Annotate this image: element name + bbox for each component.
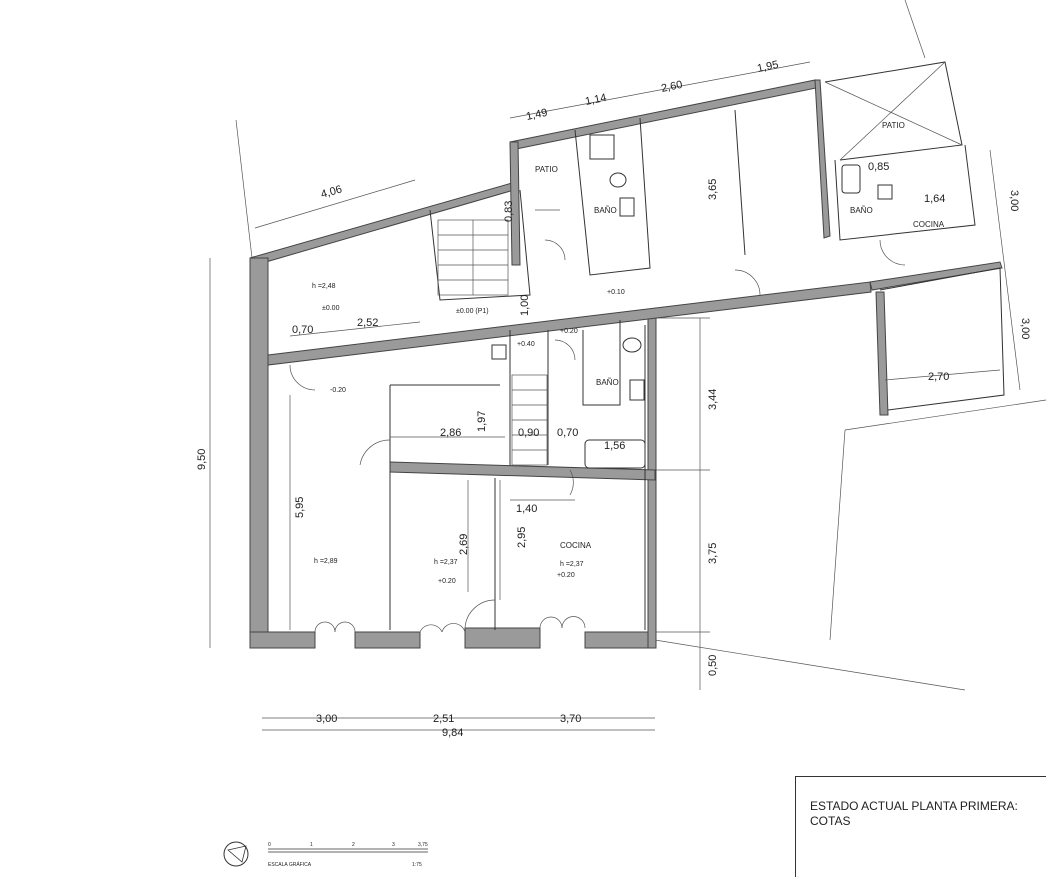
dimension-label: 1,00 — [519, 295, 531, 316]
level-label: +0.40 — [517, 341, 535, 348]
stairs-upper — [437, 219, 509, 296]
dimension-label: 1,49 — [525, 107, 548, 123]
dimension-label: 3,00 — [1008, 190, 1020, 211]
dimension-label: 1,95 — [756, 59, 779, 75]
wall-south-b — [354, 631, 421, 649]
dimension-label: 4,06 — [320, 183, 344, 200]
toilet-icon — [609, 172, 627, 188]
sink-icon — [619, 197, 635, 217]
room-label-bano: BAÑO — [850, 206, 873, 215]
stairs-lower — [511, 374, 548, 466]
dimension-label: 1,97 — [476, 411, 488, 432]
room-label-cocina: COCINA — [913, 220, 945, 229]
level-label: ±0.00 (P1) — [456, 308, 489, 315]
toilet-icon — [622, 337, 642, 353]
dimension-label: 0,85 — [868, 161, 889, 173]
scale-bar: 0 1 2 3 3,75 ESCALA GRÁFICA 1:75 — [223, 841, 428, 868]
dimension-label: 5,95 — [294, 497, 306, 518]
sink-icon — [877, 184, 893, 200]
dimension-label: 2,86 — [440, 427, 461, 439]
room-label-cocina: COCINA — [560, 541, 592, 550]
level-label: +0.20 — [438, 578, 456, 585]
title-line-2: COTAS — [810, 814, 851, 828]
north-arrow-icon — [223, 841, 249, 867]
north-arrow-icon — [227, 845, 247, 863]
dimension-label: 9,50 — [196, 449, 208, 470]
wall-south-c — [464, 627, 541, 649]
walls — [249, 79, 1003, 649]
interior-lines — [389, 61, 1005, 630]
wall-east — [647, 317, 657, 649]
dimension-label: 0,70 — [292, 324, 313, 336]
level-label: h =2,89 — [314, 558, 338, 565]
scale-tick: 2 — [352, 842, 355, 848]
dimension-label: 3,00 — [316, 713, 337, 725]
level-label: +0.20 — [560, 328, 578, 335]
wall-south-a — [249, 631, 316, 649]
room-label-patio: PATIO — [882, 121, 905, 130]
scale-label: ESCALA GRÁFICA — [268, 861, 312, 868]
dimension-label: 3,75 — [707, 543, 719, 564]
room-label-bano: BAÑO — [596, 378, 619, 387]
level-label: h =2,37 — [560, 561, 584, 568]
context-lines — [235, 0, 1046, 691]
room-label-patio: PATIO — [535, 165, 558, 174]
dimension-label: 2,69 — [458, 534, 470, 555]
wall-upper-middle — [509, 141, 521, 266]
dimension-label: 3,00 — [1019, 318, 1031, 339]
sink-icon — [491, 344, 507, 360]
title-block-text: ESTADO ACTUAL PLANTA PRIMERA: COTAS — [810, 799, 1042, 829]
dimension-label: 1,40 — [516, 503, 537, 515]
scale-tick: 3,75 — [418, 842, 428, 848]
fixtures — [491, 134, 893, 469]
dimension-label: 2,52 — [357, 317, 378, 329]
title-line-1: ESTADO ACTUAL PLANTA PRIMERA: — [810, 799, 1018, 813]
dimension-label: 0,83 — [503, 201, 515, 222]
shower-icon — [589, 134, 615, 160]
level-label: h =2,48 — [312, 283, 336, 290]
scale-ratio: 1:75 — [412, 862, 422, 868]
level-label: h =2,37 — [434, 559, 458, 566]
level-label: ±0.00 — [322, 305, 340, 312]
dimension-label: 0,90 — [518, 427, 539, 439]
dimension-label: 2,60 — [660, 79, 683, 95]
dimension-label: 1,56 — [604, 440, 625, 452]
wall-north-left — [249, 182, 515, 267]
bathtub-icon — [841, 164, 861, 194]
dimension-label: 2,70 — [928, 371, 949, 383]
room-label-bano: BAÑO — [594, 206, 617, 215]
scale-tick: 3 — [392, 842, 395, 848]
scale-tick: 1 — [310, 842, 313, 848]
dimension-label: 0,70 — [557, 427, 578, 439]
dimension-lines — [209, 61, 1021, 731]
wall-right-down — [875, 291, 889, 416]
dimension-label: 0,50 — [707, 655, 719, 676]
bathtub-icon — [584, 439, 646, 469]
sink-icon — [629, 379, 645, 401]
dimension-label: 3,70 — [560, 713, 581, 725]
wall-south-d — [584, 631, 656, 649]
dimension-label: 2,51 — [433, 713, 454, 725]
scale-tick: 0 — [268, 842, 271, 848]
dimension-label: 1,64 — [924, 193, 945, 205]
level-label: +0.20 — [557, 572, 575, 579]
dimension-label: 3,44 — [707, 389, 719, 410]
level-label: +0.10 — [607, 289, 625, 296]
level-label: -0.20 — [330, 387, 346, 394]
wall-mid-horizontal — [267, 281, 872, 366]
dimension-label: 1,14 — [584, 92, 607, 108]
dimension-label: 2,95 — [516, 527, 528, 548]
dimension-label: 3,65 — [707, 179, 719, 200]
wall-right-block — [869, 261, 1003, 291]
wall-north-right — [814, 79, 831, 239]
dimension-label: 9,84 — [442, 727, 463, 739]
wall-west — [249, 257, 269, 646]
door-swings — [289, 239, 906, 633]
title-block: ESTADO ACTUAL PLANTA PRIMERA: COTAS — [795, 776, 1046, 877]
